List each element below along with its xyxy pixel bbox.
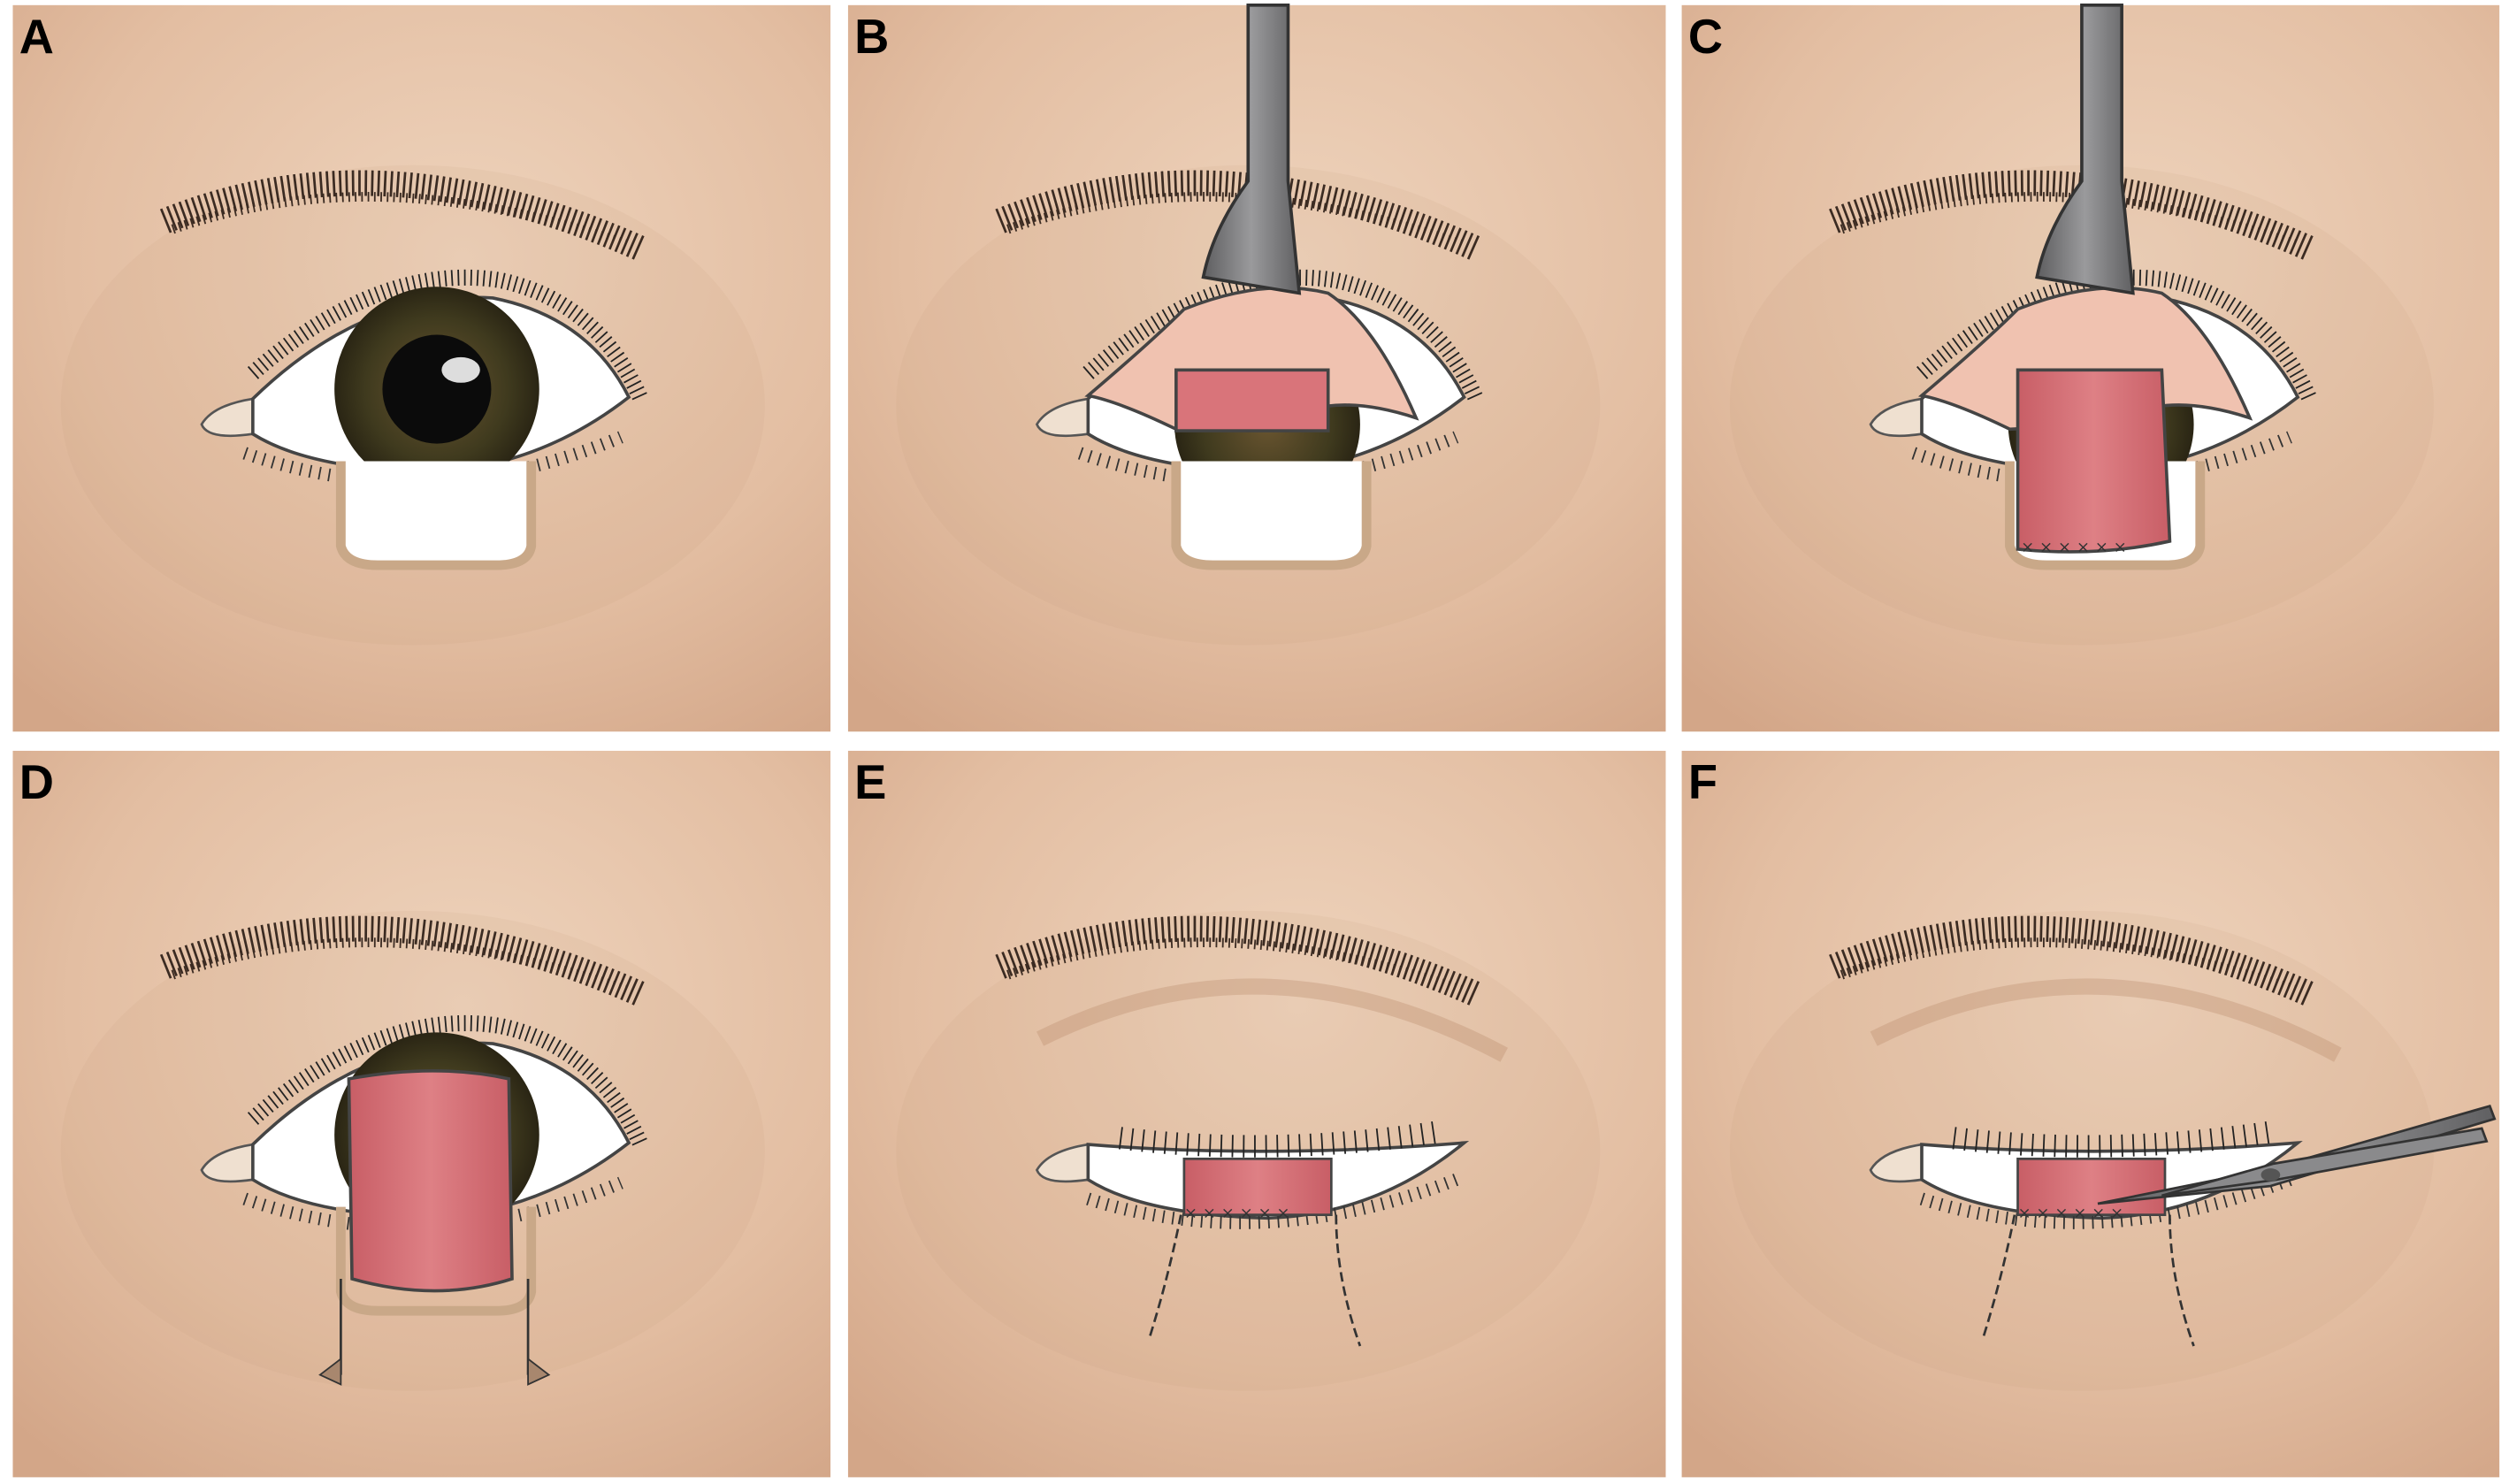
panel-label-b: B [854, 10, 889, 64]
graft-strip [1174, 368, 1330, 432]
panel-label-d: D [19, 755, 54, 809]
panel-f: F [1681, 750, 2500, 1478]
panel-label-c: C [1688, 10, 1723, 64]
panel-d: D [12, 750, 831, 1478]
panel-label-e: E [854, 755, 886, 809]
panel-a: A [12, 4, 831, 732]
panel-b: B [847, 4, 1666, 732]
panel-c: × × × × × × C [1681, 4, 2500, 732]
panel-label-a: A [19, 10, 54, 64]
retractor-instrument [1201, 4, 1302, 295]
iris [334, 287, 539, 492]
graft-sutured [2016, 368, 2172, 554]
graft-covering-eye [347, 1069, 514, 1293]
scissors-icon [2097, 1104, 2497, 1205]
suture-bolsters [318, 1357, 551, 1386]
retractor-instrument [2035, 4, 2135, 295]
panel-e: E [847, 750, 1666, 1478]
suture-lines [1147, 1214, 1362, 1347]
panel-label-f: F [1688, 755, 1717, 809]
svg-text:× × × × × ×: × × × × × × [2021, 539, 2127, 557]
